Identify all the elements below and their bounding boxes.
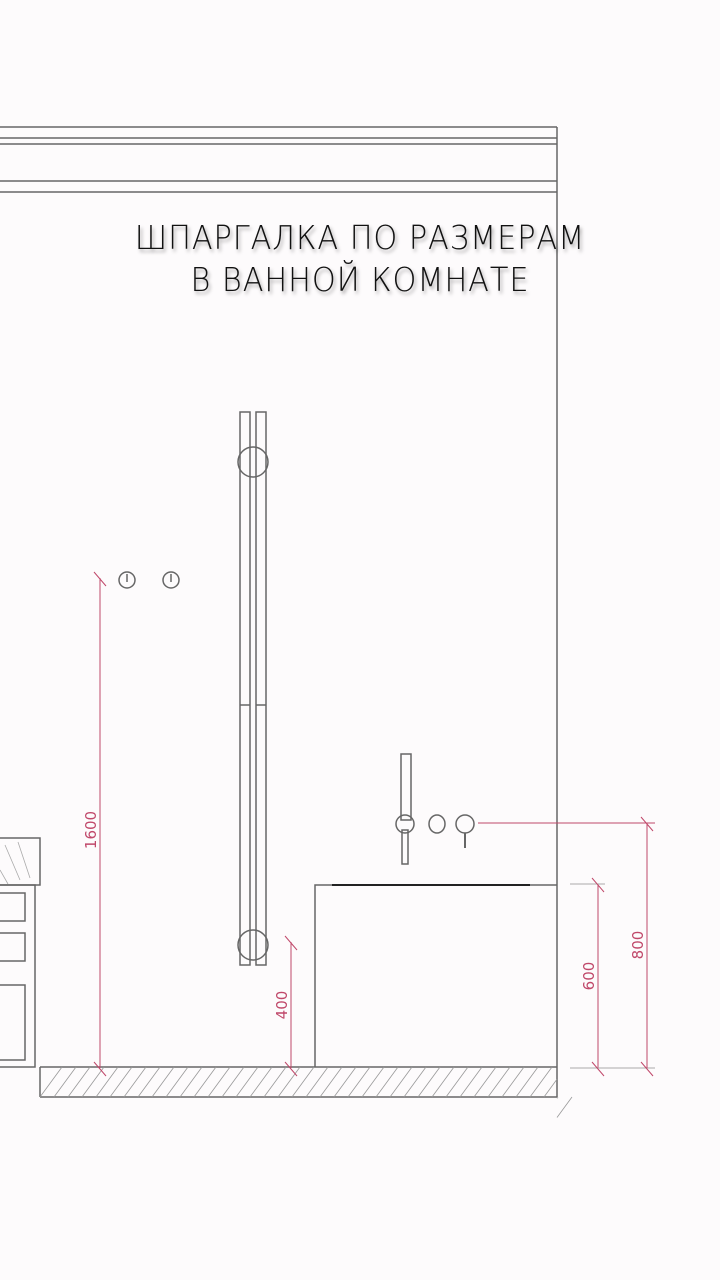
floor-hatch-line: [375, 1066, 399, 1098]
floor-hatch-line: [333, 1066, 357, 1098]
floor-hatch-line: [95, 1066, 119, 1098]
floor-hatch-line: [459, 1066, 483, 1098]
floor-hatch-line: [165, 1066, 189, 1098]
floor-hatch-line: [291, 1066, 315, 1098]
floor-hatch-line: [543, 1079, 558, 1098]
floor-hatch-line: [347, 1066, 371, 1098]
floor-hatch-line: [81, 1066, 105, 1098]
title-line-1: ШПАРГАЛКА ПО РАЗМЕРАМ: [134, 218, 586, 257]
floor-hatch-line: [431, 1066, 455, 1098]
floor-hatch-line: [473, 1066, 497, 1098]
light-switches: [118, 571, 180, 589]
floor-hatch-line: [123, 1066, 147, 1098]
title-line-2: В ВАННОЙ КОМНАТЕ: [190, 260, 530, 299]
floor-slab: [39, 1066, 573, 1118]
floor-hatch-line: [67, 1066, 91, 1098]
floor-hatch-line: [221, 1066, 245, 1098]
floor-hatch-line: [151, 1066, 175, 1098]
dimension-lines: [93, 571, 655, 1077]
shower-mixer: [395, 753, 475, 865]
floor-hatch-line: [556, 1096, 559, 1099]
floor-hatch-line: [53, 1066, 77, 1098]
dimension-1600: 1600: [82, 811, 100, 849]
vanity-cabinet: [0, 837, 41, 1068]
floor-hatch-line: [305, 1066, 329, 1098]
floor-hatch-line: [556, 1096, 573, 1118]
floor-hatch-line: [277, 1066, 301, 1098]
floor-hatch-line: [235, 1066, 259, 1098]
floor-hatch-line: [263, 1066, 287, 1098]
ceiling-cornice: [0, 126, 557, 193]
floor-hatch-line: [179, 1066, 203, 1098]
floor-hatch-line: [319, 1066, 343, 1098]
floor-hatch-line: [487, 1066, 511, 1098]
floor-hatch-line: [249, 1066, 273, 1098]
floor-hatch-line: [529, 1066, 553, 1098]
dimension-400: 400: [273, 991, 291, 1020]
floor-hatch-line: [39, 1066, 63, 1098]
bathtub: [314, 884, 557, 1067]
towel-rail-radiator: [237, 411, 269, 966]
floor-hatch-line: [207, 1066, 231, 1098]
floor-hatch-line: [403, 1066, 427, 1098]
floor-hatch-line: [515, 1066, 539, 1098]
floor-hatch-line: [193, 1066, 217, 1098]
floor-hatch-line: [445, 1066, 469, 1098]
floor-hatch-line: [109, 1066, 133, 1098]
dimension-800: 800: [629, 931, 647, 960]
floor-hatch-line: [361, 1066, 385, 1098]
floor-hatch-line: [417, 1066, 441, 1098]
dimension-600: 600: [580, 962, 598, 991]
floor-hatch-line: [137, 1066, 161, 1098]
floor-hatch-line: [389, 1066, 413, 1098]
floor-hatch-line: [501, 1066, 525, 1098]
